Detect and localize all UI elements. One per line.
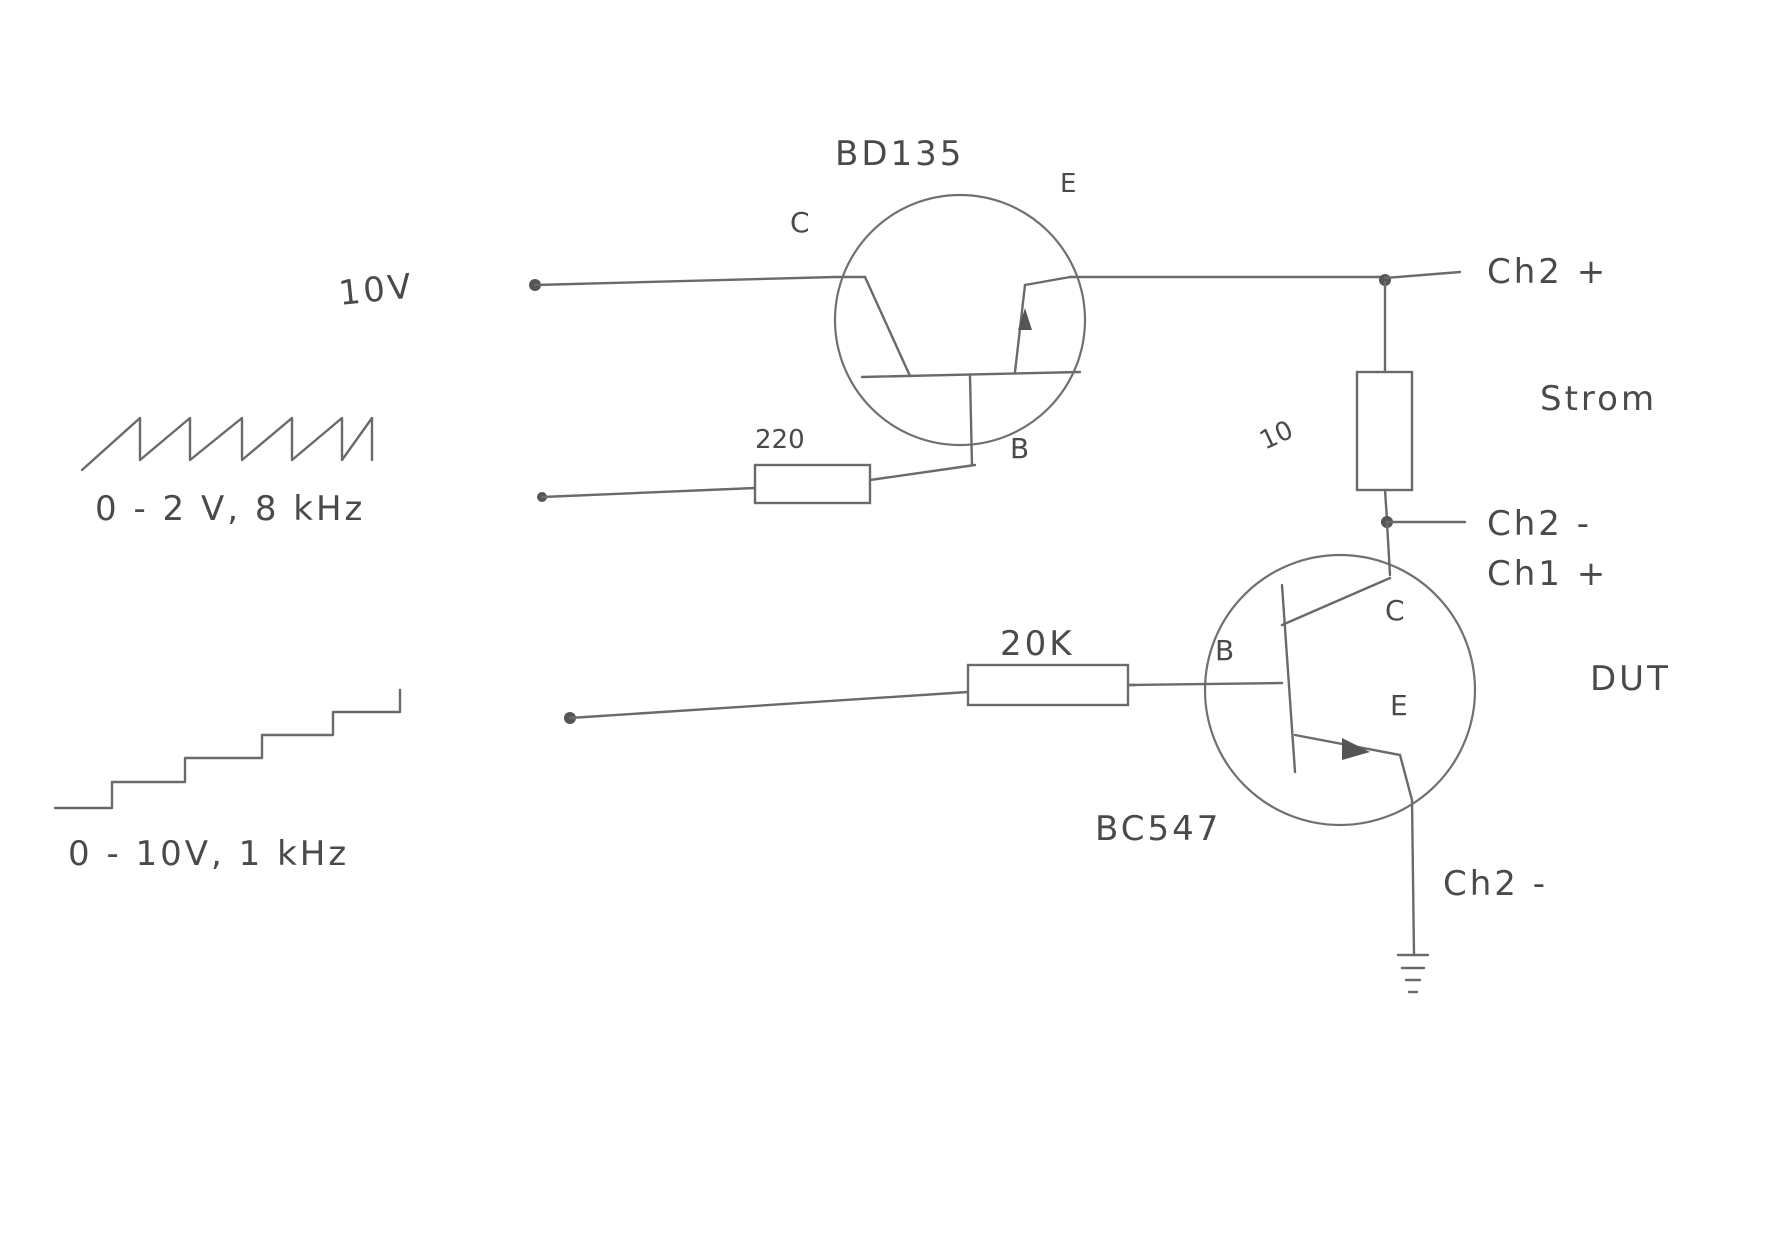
top-collector-diagonal — [863, 275, 912, 378]
top-base-lead — [968, 374, 974, 467]
top-emitter-label: E — [1060, 169, 1076, 199]
base-resistor-20k — [966, 663, 1130, 707]
dut-label: DUT — [1590, 659, 1671, 699]
input1-wire — [540, 486, 757, 499]
top-base-label: B — [1010, 432, 1029, 465]
staircase-waveform-icon — [53, 688, 402, 810]
dut-emitter-arrow-icon — [1342, 738, 1370, 760]
ch1plus-label: Ch1 + — [1487, 554, 1608, 594]
dut-collector-lead — [1385, 520, 1392, 577]
top-collector-label: C — [790, 206, 810, 239]
dut-base-bar — [1280, 583, 1297, 774]
supply-wire — [533, 275, 837, 287]
ch2plus-wire — [1383, 270, 1462, 280]
sense-label: Strom — [1540, 379, 1657, 419]
input1-label: 0 - 2 V, 8 kHz — [95, 489, 365, 529]
ch2plus-label: Ch2 + — [1487, 252, 1608, 292]
base-resistor-20k-label: 20K — [1000, 624, 1075, 664]
dut-base-lead — [1128, 681, 1284, 687]
dut-base-label: B — [1215, 634, 1234, 667]
sense-res-bottom-lead — [1383, 488, 1389, 522]
dut-transistor-label: BC547 — [1095, 809, 1221, 849]
input2-label: 0 - 10V, 1 kHz — [68, 834, 349, 874]
top-transistor-body — [833, 193, 1087, 447]
supply-label: 10V — [337, 266, 416, 314]
sawtooth-waveform-icon — [80, 416, 374, 472]
dut-emitter-label: E — [1390, 689, 1408, 722]
ch2minus-low-label: Ch2 - — [1443, 864, 1548, 904]
dut-collector-diagonal — [1280, 576, 1392, 627]
base-resistor-220-right-lead — [868, 463, 977, 482]
sense-resistor-label: 10 — [1255, 415, 1298, 456]
top-emitter-lead — [1023, 275, 1072, 287]
input2-wire — [568, 690, 970, 720]
sense-resistor — [1355, 370, 1414, 492]
base-resistor-220 — [753, 463, 872, 505]
top-base-bar — [860, 370, 1082, 379]
ch2minus-mid-label: Ch2 - — [1487, 504, 1592, 544]
dut-emitter-ground-wire — [1410, 798, 1416, 957]
base-resistor-220-label: 220 — [755, 425, 805, 455]
top-transistor-label: BD135 — [835, 134, 964, 174]
dut-transistor-body — [1203, 553, 1477, 827]
top-emitter-arrow-icon — [1018, 308, 1032, 330]
dut-emitter-lead — [1398, 753, 1414, 802]
dut-collector-label: C — [1385, 594, 1405, 627]
